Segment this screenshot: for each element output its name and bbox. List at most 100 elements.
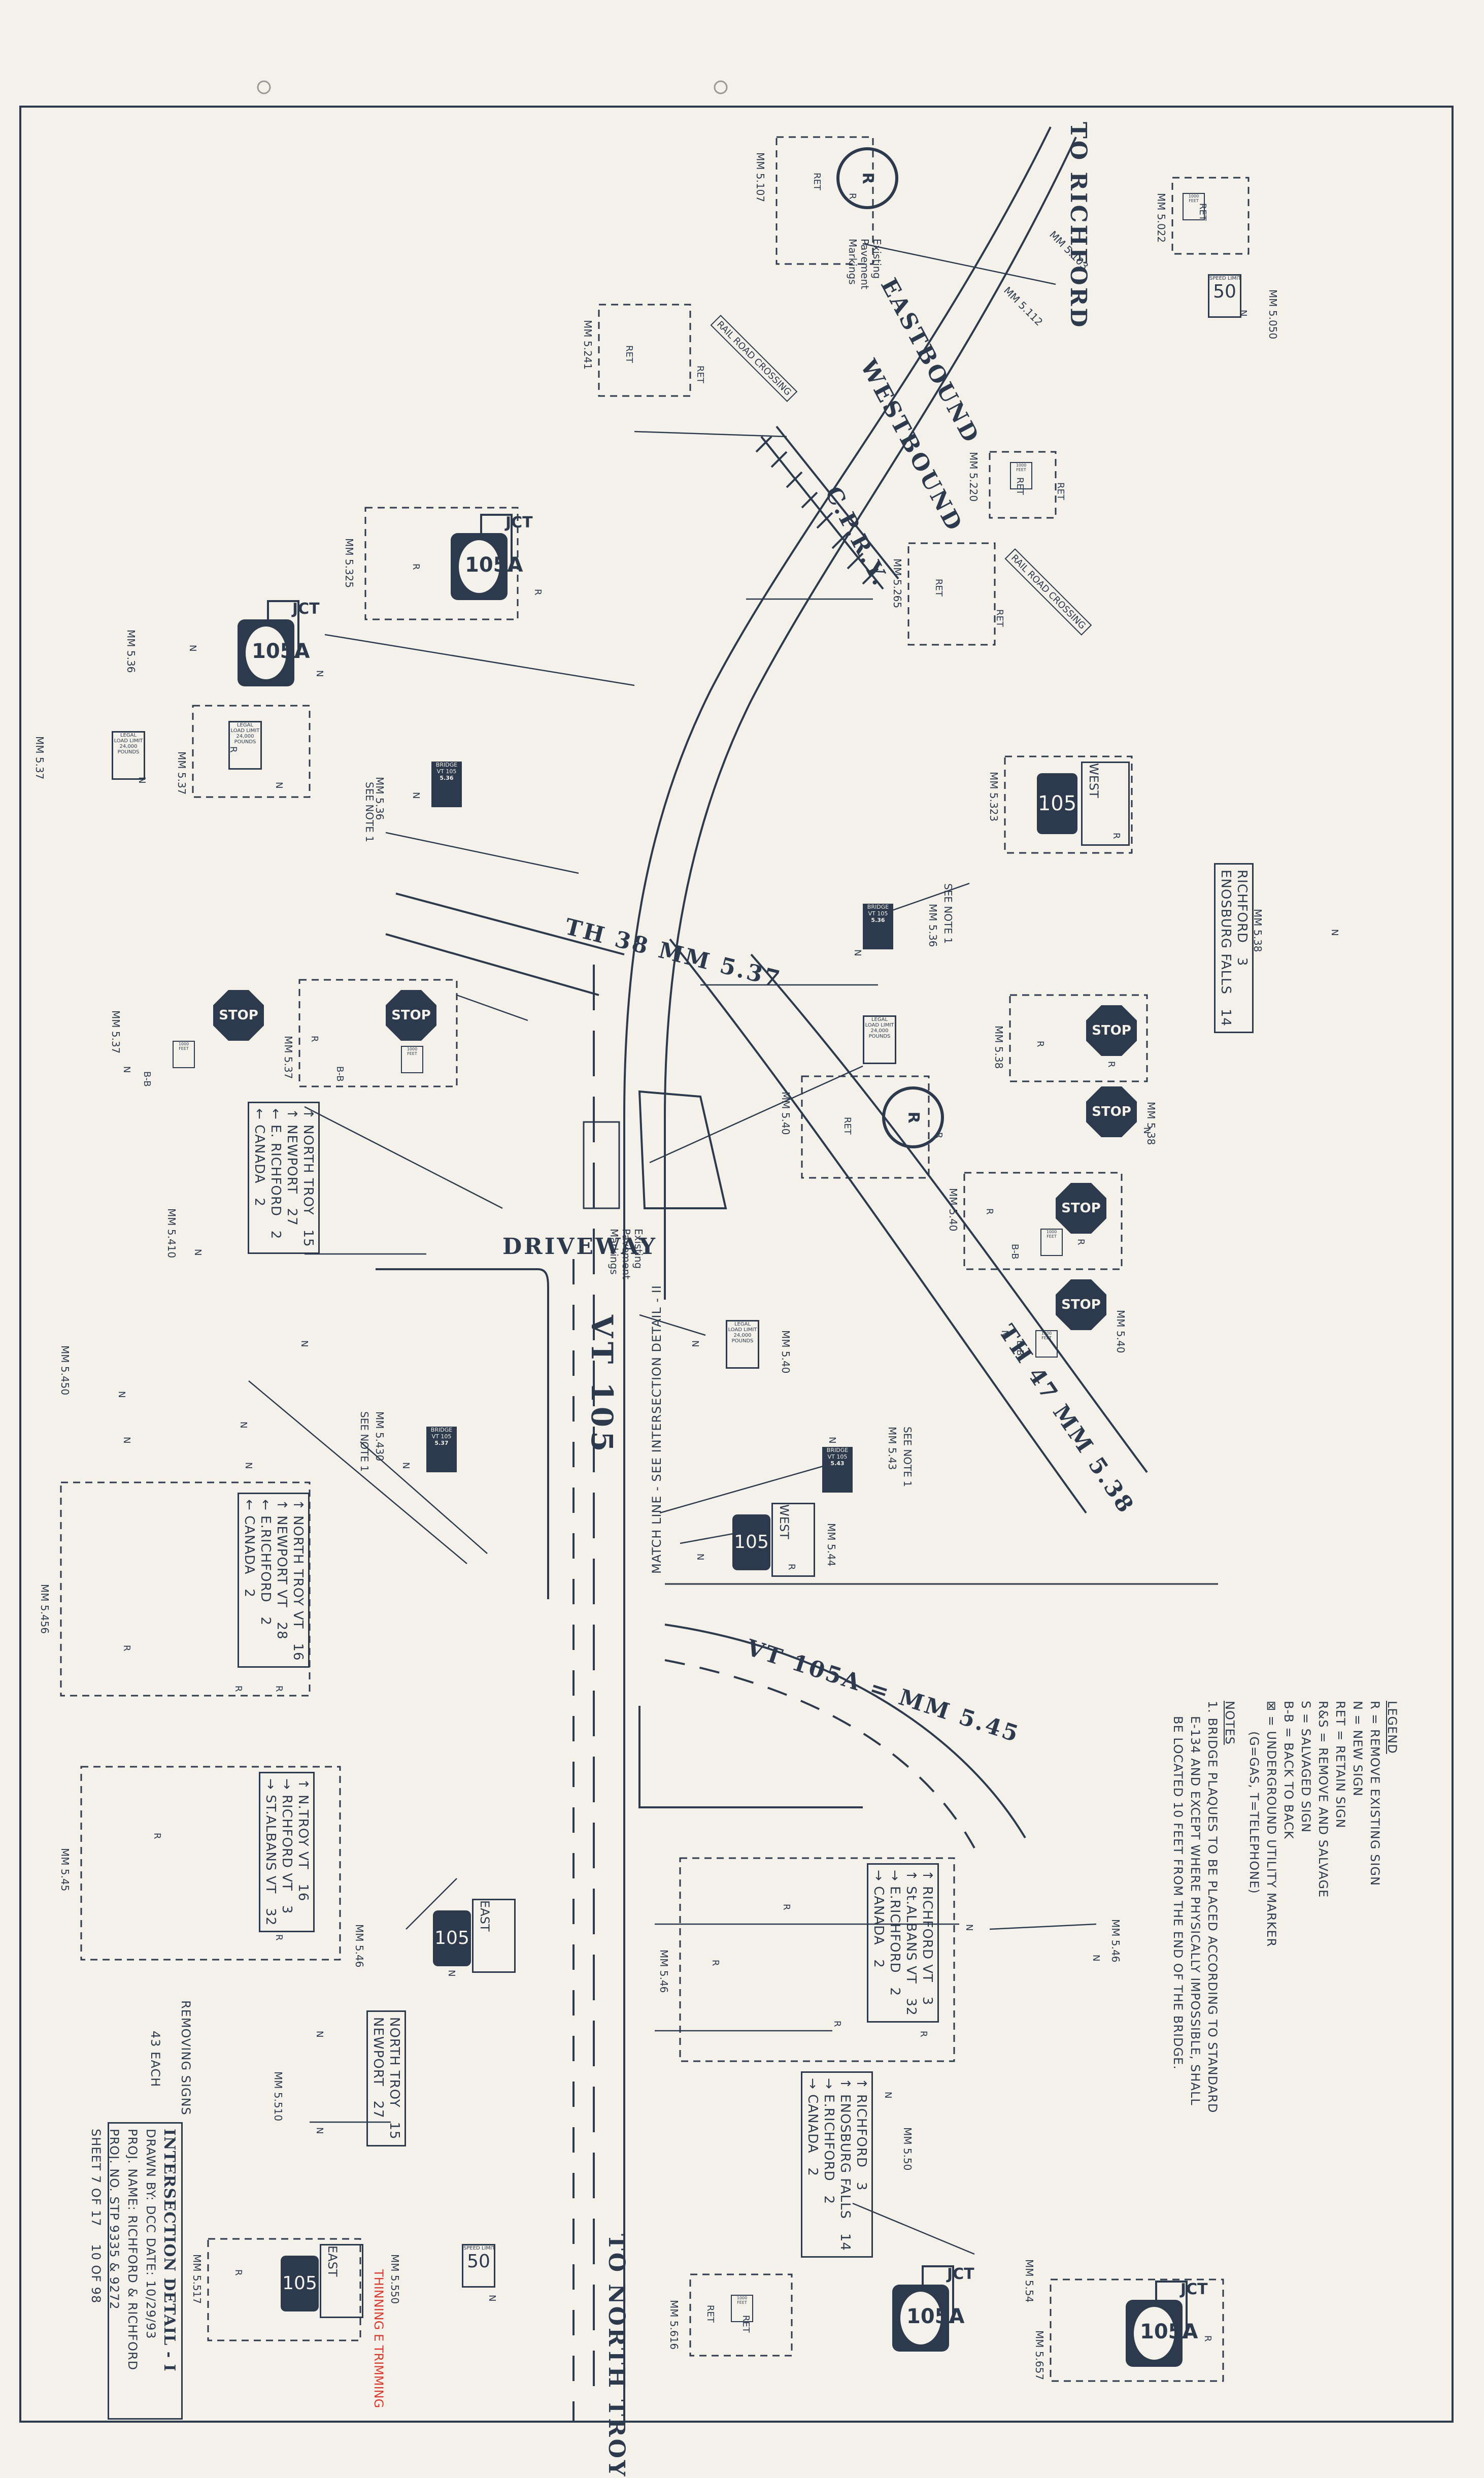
sign-code: R [918, 2031, 929, 2037]
milepost-label: MM 5.510 [272, 2071, 284, 2122]
sign-code: R [411, 564, 421, 570]
milepost-label: MM 5.410 [165, 1208, 178, 1259]
jct-label: JCT [505, 514, 533, 532]
milepost-label: MM 5.46 [353, 1924, 365, 1968]
east-label: EAST [325, 2245, 340, 2277]
legend-item: R = REMOVE EXISTING SIGN [1368, 1701, 1382, 1886]
destination-sign: ↑ NORTH TROY 15 ↑ NEWPORT 27 ← E. RICHFO… [248, 1102, 320, 1254]
dest-row: ↑ RICHFORD VT 3 [920, 1870, 935, 2006]
sign-code: RET [695, 366, 705, 383]
dest-distance: 2 [805, 2167, 820, 2176]
east-105-sign: EAST 105 [281, 2244, 363, 2318]
sign-box [775, 136, 874, 265]
weight-limit-sign: LEGAL LOAD LIMIT 24,000 POUNDS [863, 1015, 896, 1064]
dest-distance: 2 [268, 1230, 283, 1240]
sign-code: N [192, 1249, 203, 1256]
dest-place: NORTH TROY [300, 1125, 316, 1215]
dest-distance: 2 [242, 1589, 257, 1598]
sign-code: R [121, 1645, 132, 1651]
dest-row: ↑ NORTH TROY 15 [300, 1108, 316, 1247]
sign-box [1050, 2278, 1224, 2382]
sign-box [60, 1481, 311, 1697]
jct-label: JCT [1181, 2281, 1208, 2298]
sign-code: N [238, 1422, 249, 1429]
leader-lines [248, 243, 1097, 2255]
sign-code: N [964, 1924, 974, 1931]
milepost-label: MM 5.107 [754, 152, 766, 203]
rr-crossing-sign: R [882, 1086, 944, 1148]
rr-crossing-circle: R [882, 1086, 944, 1148]
sign-code: RET [842, 1117, 853, 1135]
sign-box [192, 705, 311, 798]
destination-sign: ↑ RICHFORD VT 3 ↑ St.ALBANS VT 32 → E.RI… [867, 1863, 939, 2023]
milepost-label: MM 5.40 [947, 1188, 959, 1232]
milepost-label: MM 5.456 [39, 1584, 51, 1634]
bridge-plaque-text: BRIDGE VT 105 [430, 1427, 453, 1440]
dest-distance: 2 [258, 1616, 273, 1626]
dest-distance: 14 [837, 2233, 853, 2251]
dest-place: NORTH TROY [387, 2017, 402, 2108]
milepost-label: MM 5.550 [389, 2254, 401, 2304]
sign-box [1171, 177, 1250, 255]
sign-code: N [243, 1462, 254, 1469]
sign-box [1004, 755, 1133, 854]
milepost-label: MM 5.36 [125, 630, 137, 673]
route-105-shield: 105 [1037, 773, 1077, 834]
vt105a-road [638, 1624, 1026, 1848]
milepost-label: MM 5.38 [993, 1026, 1005, 1069]
th47-road [669, 938, 1148, 1514]
sign-code: R [1035, 1041, 1045, 1047]
dest-row: → E.RICHFORD 2 [821, 2078, 836, 2205]
dest-place: ST.ALBANS VT [263, 1795, 278, 1894]
title-block: INTERSECTION DETAIL - I DRAWN BY: DCC DA… [89, 2122, 183, 2420]
stop-sign: STOP [1056, 1279, 1106, 1330]
dest-place: CANADA [242, 1515, 257, 1575]
speed-value: 50 [467, 2251, 490, 2272]
removing-signs-label: REMOVING SIGNS [179, 2000, 193, 2116]
milepost-label: MM 5.657 [1033, 2330, 1045, 2381]
milepost-label: MM 5.40 [780, 1330, 792, 1374]
milepost-label: MM 5.241 [582, 320, 594, 370]
sign-code: B-B [334, 1066, 345, 1082]
rr-pavement-marking [583, 1121, 620, 1209]
dest-row: NEWPORT 27 [370, 2017, 386, 2140]
west-105-sign: WEST 105 [1037, 762, 1130, 846]
stop-sign: STOP [1056, 1183, 1106, 1234]
sign-code: R [233, 1686, 244, 1692]
label-to-richford: TO RICHFORD [1065, 122, 1091, 329]
bridge-plaque-mm: 5.36 [440, 775, 454, 781]
dest-distance: 2 [871, 1959, 886, 1968]
note-line: E-134 AND EXCEPT WHERE PHYSICALLY IMPOSS… [1188, 1716, 1202, 2106]
destination-sign: ↑ NORTH TROY VT 16 ↑ NEWPORT VT 28 ← E.R… [238, 1493, 310, 1668]
dest-row: ↑ NEWPORT VT 28 [274, 1499, 289, 1640]
speed-limit-sign: SPEED LIMIT 50 [462, 2244, 495, 2288]
dest-row: ↑ NORTH TROY VT 16 [290, 1499, 306, 1661]
dest-distance: 15 [387, 2122, 402, 2140]
sign-code: R [228, 746, 239, 753]
destination-sign: RICHFORD 3 ENOSBURG FALLS 14 [1214, 863, 1254, 1033]
west-label: WEST [1087, 763, 1101, 798]
advance-plaque: 1000 FEET [173, 1041, 195, 1068]
dest-place: E. RICHFORD [268, 1125, 283, 1216]
milepost-label: MM 5.022 [1155, 193, 1167, 243]
milepost-label: MM 5.38 [1145, 1102, 1157, 1145]
stop-sign: STOP [213, 990, 264, 1041]
advance-plaque: 1000 FEET [1183, 193, 1205, 220]
milepost-label: MM 5.37 [282, 1036, 294, 1079]
legend-item: R&S = REMOVE AND SALVAGE [1316, 1701, 1330, 1898]
rr-letter: R [859, 172, 876, 184]
stop-sign: STOP [1086, 1005, 1137, 1056]
stop-sign: STOP [386, 990, 436, 1041]
milepost-label: MM 5.37 [110, 1010, 122, 1054]
sign-code: R [1111, 833, 1122, 839]
sign-code: N [487, 2295, 497, 2302]
dest-place: RICHFORD [854, 2094, 869, 2168]
sign-code: R [832, 2021, 842, 2027]
dest-distance: 15 [300, 1229, 316, 1247]
destination-sign: NORTH TROY 15 NEWPORT 27 [366, 2010, 406, 2146]
legend-item: (G=GAS, T=TELEPHONE) [1247, 1731, 1261, 1894]
sign-code: RET [740, 2315, 751, 2333]
sign-code: N [690, 1340, 700, 1347]
speed-limit-sign: SPEED LIMIT 50 [1208, 274, 1241, 318]
east-label: EAST [478, 1900, 492, 1932]
